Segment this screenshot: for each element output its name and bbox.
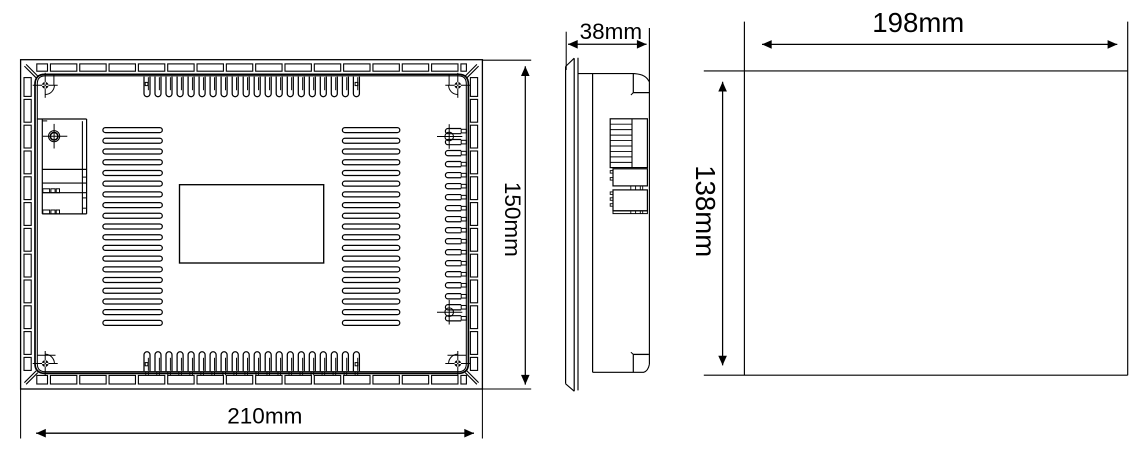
svg-text:150mm: 150mm [500, 182, 525, 257]
svg-text:138mm: 138mm [690, 165, 721, 257]
svg-text:210mm: 210mm [227, 404, 302, 429]
svg-text:198mm: 198mm [872, 7, 964, 38]
svg-text:38mm: 38mm [580, 19, 643, 44]
